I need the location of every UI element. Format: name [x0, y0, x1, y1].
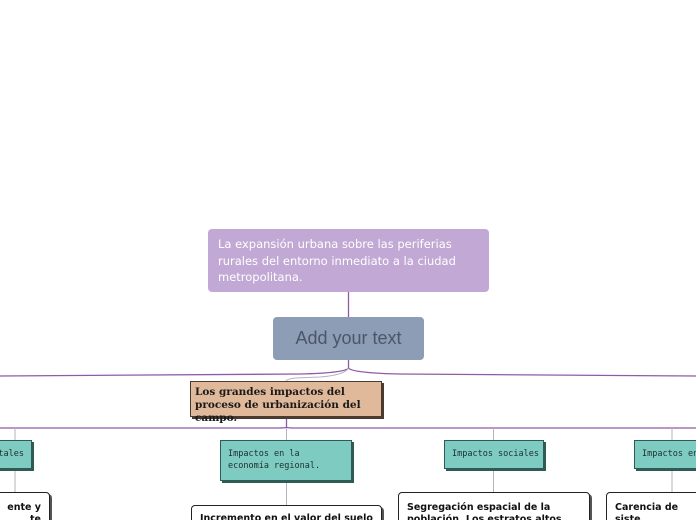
connector-branch-right	[347, 367, 696, 377]
connector-to-impact-header	[285, 367, 349, 382]
central-node[interactable]: Add your text	[273, 317, 424, 360]
leaf-node-2[interactable]: Incremento en el valor del suelo	[191, 505, 382, 520]
impact-header-node[interactable]: Los grandes impactos del proceso de urba…	[190, 381, 382, 424]
leaf-node-3[interactable]: Segregación espacial de la población. Lo…	[398, 492, 590, 520]
category-node-economia-regional[interactable]: Impactos en la economía regional.	[220, 440, 352, 481]
main-topic-node[interactable]: La expansión urbana sobre las periferias…	[208, 229, 489, 292]
category-node-impactos-partial[interactable]: Impactos en	[634, 440, 696, 469]
connector-branch-left	[0, 367, 350, 377]
category-node-impactos-sociales[interactable]: Impactos sociales	[444, 440, 544, 469]
leaf-node-1[interactable]: ente y te	[0, 492, 50, 520]
connector-categories-bus	[0, 426, 696, 429]
category-node-social-partial[interactable]: tales	[0, 440, 32, 469]
leaf-node-4[interactable]: Carencia de siste transporte colec	[606, 492, 696, 520]
